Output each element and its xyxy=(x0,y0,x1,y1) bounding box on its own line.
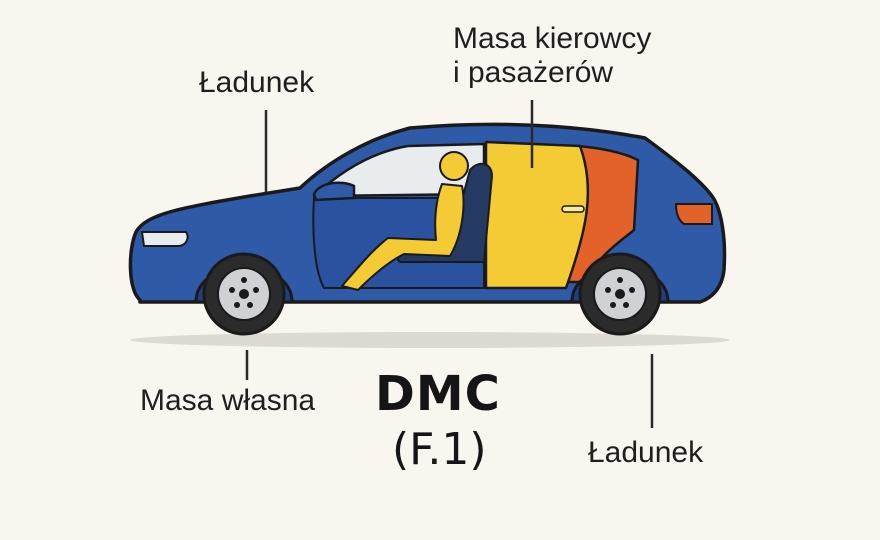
front-wheel xyxy=(202,252,286,336)
occupant-zone xyxy=(484,140,590,290)
occupant-icon xyxy=(341,151,469,291)
ground-shadow xyxy=(130,332,730,348)
label-cargo-top: Ładunek xyxy=(199,66,315,99)
center-title: DMC xyxy=(375,366,501,422)
label-cargo-bottom: Ładunek xyxy=(588,436,704,469)
rear-wheel xyxy=(578,252,662,336)
label-driver-passengers-line1: Masa kierowcy xyxy=(453,22,652,55)
label-driver-passengers: Masa kierowcy i pasażerów xyxy=(453,22,651,90)
label-driver-passengers-line2: i pasażerów xyxy=(453,56,614,89)
side-mirror xyxy=(312,181,356,202)
center-subtitle: (F.1) xyxy=(392,424,487,475)
door-handle xyxy=(561,205,585,213)
label-curb-weight: Masa własna xyxy=(140,384,316,417)
headlight xyxy=(140,231,189,247)
tail-light xyxy=(674,203,713,225)
